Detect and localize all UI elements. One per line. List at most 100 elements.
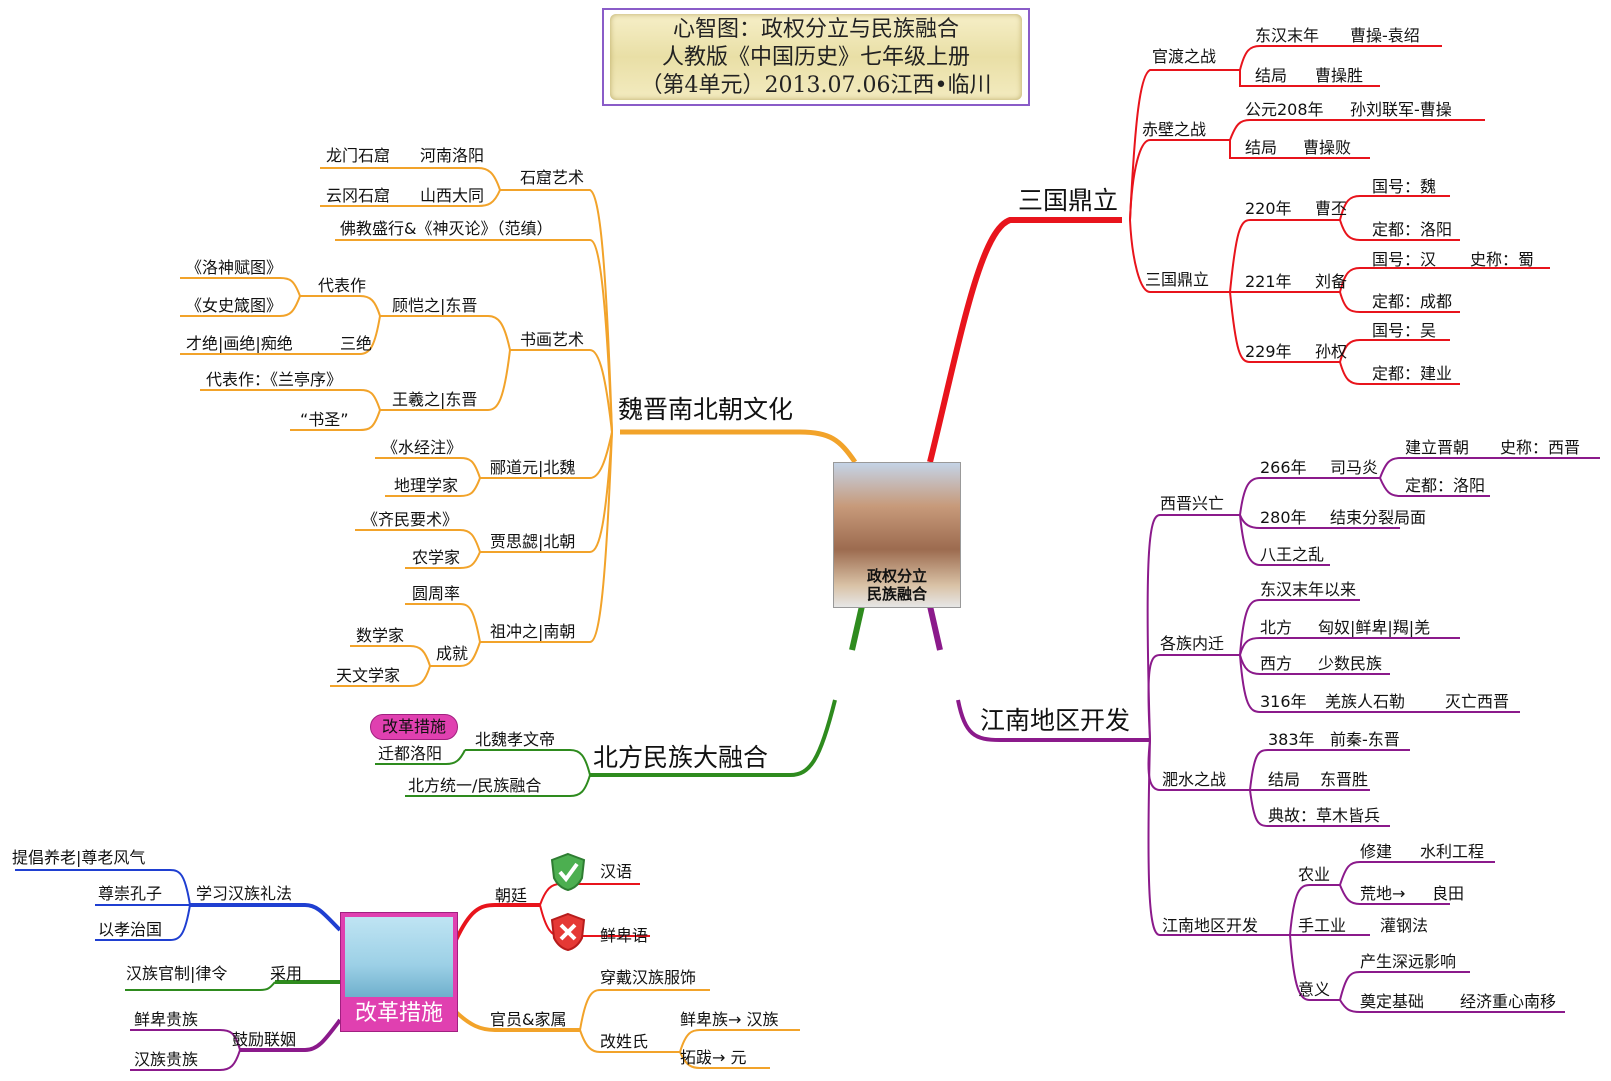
node-guandu-sides: 曹操-袁绍 [1350,26,1420,45]
reform-cartoon [345,917,453,997]
node-rites: 学习汉族礼法 [196,884,293,903]
node-officials: 官员&家属 [490,1010,567,1029]
node-xijin-sima: 司马炎 [1330,458,1379,477]
node-xijin-alias: 史称：西晋 [1500,438,1581,457]
node-court: 朝廷 [495,886,528,905]
node-develop-m1: 产生深远影响 [1360,952,1457,971]
center-book-cover: 政权分立 民族融合 [833,462,961,608]
title-box: 心智图：政权分立与民族融合 人教版《中国历史》七年级上册 （第4单元）2013.… [602,8,1030,106]
node-shu-person: 刘备 [1315,272,1348,291]
branch-label-three-kingdoms: 三国鼎立 [1018,186,1119,215]
node-migrate-north-label: 北方 [1260,618,1293,637]
node-xijin-chaos: 八王之乱 [1260,545,1325,564]
node-migrate-shile: 羌族人石勒 [1325,692,1406,711]
branch-fusion-2 [590,699,837,777]
node-gu-three: 才绝|画绝|痴绝 [186,334,293,353]
node-migrate-north: 匈奴|鲜卑|羯|羌 [1318,618,1431,637]
node-guandu-result-label: 结局 [1255,66,1288,85]
node-wang-title: “书圣” [300,410,349,429]
node-migrate-end: 灭亡西晋 [1445,692,1510,711]
node-develop-field: 良田 [1432,884,1465,903]
node-feishui-year: 383年 [1268,730,1315,749]
node-yungang: 云冈石窟 [326,186,391,205]
node-wei-person: 曹丕 [1315,199,1348,218]
node-marry-b: 汉族贵族 [134,1050,199,1069]
node-court-no: 鲜卑语 [600,926,649,945]
node-migrate: 各族内迁 [1160,634,1225,653]
node-develop-steel: 灌钢法 [1380,916,1429,935]
node-jia-sixie: 贾思勰|北朝 [490,532,576,551]
node-chibi-result: 曹操败 [1303,138,1352,157]
node-develop-agri: 农业 [1298,865,1331,884]
node-marry-a: 鲜卑贵族 [134,1010,199,1029]
node-chibi: 赤壁之战 [1142,120,1207,139]
center-caption-2: 民族融合 [866,585,927,603]
node-xiaowen: 北魏孝文帝 [475,730,556,749]
node-migrate-year: 316年 [1260,692,1307,711]
branch-jiangnan-2 [956,699,1150,742]
node-painting: 书画艺术 [520,330,585,349]
node-officials-n2: 拓跋→ 元 [680,1048,747,1067]
title-scroll: 心智图：政权分立与民族融合 人教版《中国历史》七年级上册 （第4单元）2013.… [610,14,1022,100]
node-xijin-y2: 280年 [1260,508,1307,527]
node-zu-astro: 天文学家 [336,666,401,685]
node-officials-dress: 穿戴汉族服饰 [600,968,697,987]
reform-picture-label: 改革措施 [354,1001,443,1026]
node-officials-n1: 鲜卑族→ 汉族 [680,1010,779,1029]
node-court-yes: 汉语 [600,862,633,881]
node-zu-math: 数学家 [356,626,405,645]
node-officials-name-label: 改姓氏 [600,1032,649,1051]
reform-badge: 改革措施 [370,714,458,740]
node-wei-year: 220年 [1245,199,1292,218]
node-shu-year: 221年 [1245,272,1292,291]
center-caption-1: 政权分立 [866,567,927,585]
node-li-role: 地理学家 [394,476,459,495]
node-gu-works-label: 代表作 [318,276,367,295]
title-line-3: （第4单元）2013.07.06江西•临川 [640,73,992,98]
node-develop-m2: 奠定基础 [1360,992,1425,1011]
node-rites-b: 尊崇孔子 [98,884,163,903]
node-buddhism: 佛教盛行&《神灭论》（范缜） [340,219,553,238]
node-wu-name: 国号：吴 [1372,321,1437,340]
branch-jiangnan [927,605,943,651]
node-dingli: 三国鼎立 [1145,270,1210,289]
node-feishui-result-label: 结局 [1268,770,1301,789]
node-chibi-sides: 孙刘联军-曹操 [1350,100,1452,119]
node-guandu-time: 东汉末年 [1255,26,1320,45]
node-migrate-since: 东汉末年以来 [1260,580,1357,599]
node-develop-water: 水利工程 [1420,842,1485,861]
check-icon [550,852,586,892]
node-feishui-sides: 前秦-东晋 [1330,730,1400,749]
node-migrate-west-label: 西方 [1260,654,1293,673]
title-line-2: 人教版《中国历史》七年级上册 [661,45,970,70]
node-zu-chongzhi: 祖冲之|南朝 [490,622,576,641]
node-li-daoyuan: 郦道元|北魏 [490,458,576,477]
node-luoyang: 河南洛阳 [420,146,485,165]
node-xijin-end: 结束分裂局面 [1330,508,1427,527]
node-develop-waste: 荒地→ [1360,884,1406,903]
node-develop-craft: 手工业 [1298,916,1347,935]
node-xijin-y1: 266年 [1260,458,1307,477]
node-develop-build: 修建 [1360,842,1393,861]
node-zu-achievement: 成就 [436,644,469,663]
cross-icon [550,912,586,952]
node-rites-a: 提倡养老|尊老风气 [12,848,146,867]
node-develop-meaning: 意义 [1298,980,1331,999]
node-datong: 山西大同 [420,186,485,205]
branch-culture [620,429,858,464]
node-marry: 鼓励联姻 [232,1030,297,1049]
node-xijin-cap: 定都：洛阳 [1405,476,1486,495]
node-wei-name: 国号：魏 [1372,177,1437,196]
node-adopt: 采用 [270,964,303,983]
node-xijin-est: 建立晋朝 [1405,438,1470,457]
node-gu-work-2: 《女史箴图》 [186,296,283,315]
node-adopt-a: 汉族官制|律令 [126,964,228,983]
node-guandu-result: 曹操胜 [1315,66,1364,85]
node-feishui-result: 东晋胜 [1320,770,1369,789]
node-grotto: 石窟艺术 [520,168,585,187]
node-feishui: 淝水之战 [1162,770,1227,789]
branch-label-fusion: 北方民族大融合 [593,743,769,772]
node-longmen: 龙门石窟 [326,146,391,165]
branch-fusion [849,605,865,651]
